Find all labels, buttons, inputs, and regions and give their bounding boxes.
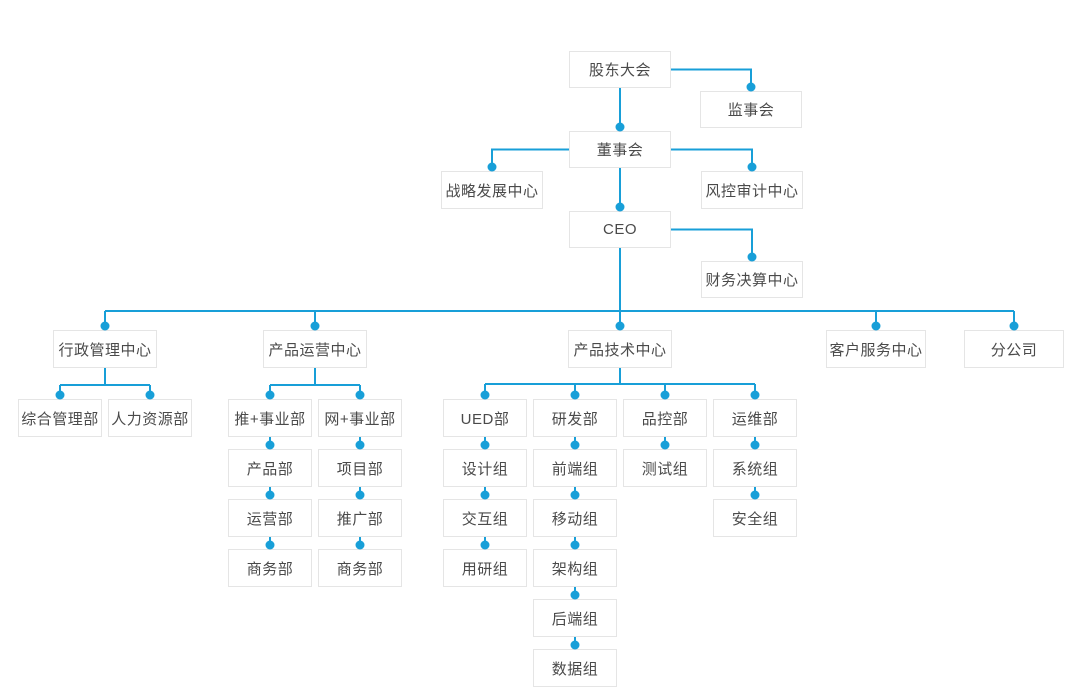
org-node-label: UED部 bbox=[460, 410, 510, 428]
org-node-label: 客户服务中心 bbox=[829, 341, 923, 359]
org-node-label: 项目部 bbox=[336, 460, 384, 478]
org-node-label: 产品技术中心 bbox=[573, 341, 667, 359]
org-node-ued[interactable]: UED部 bbox=[443, 399, 527, 437]
org-node-hr[interactable]: 人力资源部 bbox=[108, 399, 192, 437]
org-node-label: CEO bbox=[602, 221, 637, 238]
org-node-om[interactable]: 运维部 bbox=[713, 399, 797, 437]
org-node-producttech[interactable]: 产品技术中心 bbox=[568, 330, 672, 368]
org-node-tui[interactable]: 推+事业部 bbox=[228, 399, 312, 437]
org-node-label: 用研组 bbox=[461, 560, 509, 578]
org-node-security[interactable]: 安全组 bbox=[713, 499, 797, 537]
org-node-risk[interactable]: 风控审计中心 bbox=[701, 171, 803, 209]
org-node-label: 网+事业部 bbox=[324, 410, 396, 428]
org-node-label: 战略发展中心 bbox=[445, 182, 539, 200]
org-node-label: 后端组 bbox=[551, 610, 599, 628]
org-node-rd[interactable]: 研发部 bbox=[533, 399, 617, 437]
org-node-label: 移动组 bbox=[551, 510, 599, 528]
org-node-ceo[interactable]: CEO bbox=[569, 211, 671, 248]
org-node-label: 运维部 bbox=[731, 410, 779, 428]
org-node-label: 系统组 bbox=[731, 460, 779, 478]
org-node-test[interactable]: 测试组 bbox=[623, 449, 707, 487]
org-node-system[interactable]: 系统组 bbox=[713, 449, 797, 487]
org-node-label: 运营部 bbox=[246, 510, 294, 528]
org-node-label: 品控部 bbox=[641, 410, 689, 428]
org-node-label: 研发部 bbox=[551, 410, 599, 428]
org-node-label: 综合管理部 bbox=[21, 410, 99, 428]
org-node-customer[interactable]: 客户服务中心 bbox=[826, 330, 926, 368]
org-node-business_tui[interactable]: 商务部 bbox=[228, 549, 312, 587]
org-node-arch[interactable]: 架构组 bbox=[533, 549, 617, 587]
org-node-product[interactable]: 产品部 bbox=[228, 449, 312, 487]
org-node-label: 交互组 bbox=[461, 510, 509, 528]
org-node-wang[interactable]: 网+事业部 bbox=[318, 399, 402, 437]
org-node-data[interactable]: 数据组 bbox=[533, 649, 617, 687]
org-node-label: 风控审计中心 bbox=[705, 182, 799, 200]
org-node-label: 人力资源部 bbox=[111, 410, 189, 428]
org-node-label: 架构组 bbox=[551, 560, 599, 578]
org-node-frontend[interactable]: 前端组 bbox=[533, 449, 617, 487]
org-node-business_wang[interactable]: 商务部 bbox=[318, 549, 402, 587]
org-node-mobile[interactable]: 移动组 bbox=[533, 499, 617, 537]
org-node-label: 财务决算中心 bbox=[705, 272, 799, 289]
org-node-general[interactable]: 综合管理部 bbox=[18, 399, 102, 437]
org-node-backend[interactable]: 后端组 bbox=[533, 599, 617, 637]
org-node-label: 董事会 bbox=[596, 142, 644, 159]
org-node-label: 前端组 bbox=[551, 460, 599, 478]
org-node-label: 商务部 bbox=[336, 560, 384, 578]
org-node-label: 股东大会 bbox=[588, 62, 651, 79]
org-node-admin[interactable]: 行政管理中心 bbox=[53, 330, 157, 368]
org-node-promotion[interactable]: 推广部 bbox=[318, 499, 402, 537]
org-node-finance[interactable]: 财务决算中心 bbox=[701, 261, 803, 298]
org-node-label: 安全组 bbox=[731, 510, 779, 528]
org-node-label: 推+事业部 bbox=[234, 410, 306, 428]
org-node-strategy[interactable]: 战略发展中心 bbox=[441, 171, 543, 209]
org-node-branch[interactable]: 分公司 bbox=[964, 330, 1064, 368]
org-node-label: 分公司 bbox=[990, 341, 1038, 359]
org-node-label: 推广部 bbox=[336, 510, 384, 528]
org-node-qc[interactable]: 品控部 bbox=[623, 399, 707, 437]
org-node-shareholders[interactable]: 股东大会 bbox=[569, 51, 671, 88]
org-node-label: 产品部 bbox=[246, 460, 294, 478]
org-node-design[interactable]: 设计组 bbox=[443, 449, 527, 487]
org-node-research[interactable]: 用研组 bbox=[443, 549, 527, 587]
org-node-operation[interactable]: 运营部 bbox=[228, 499, 312, 537]
org-node-label: 产品运营中心 bbox=[268, 341, 362, 359]
org-node-project[interactable]: 项目部 bbox=[318, 449, 402, 487]
org-node-interaction[interactable]: 交互组 bbox=[443, 499, 527, 537]
org-node-supervisory[interactable]: 监事会 bbox=[700, 91, 802, 128]
org-node-label: 监事会 bbox=[727, 102, 775, 119]
org-node-label: 商务部 bbox=[246, 560, 294, 578]
org-node-label: 数据组 bbox=[551, 660, 599, 678]
org-node-label: 测试组 bbox=[641, 460, 689, 478]
org-node-label: 行政管理中心 bbox=[58, 341, 152, 359]
org-node-productops[interactable]: 产品运营中心 bbox=[263, 330, 367, 368]
org-node-board[interactable]: 董事会 bbox=[569, 131, 671, 168]
org-node-label: 设计组 bbox=[461, 460, 509, 478]
